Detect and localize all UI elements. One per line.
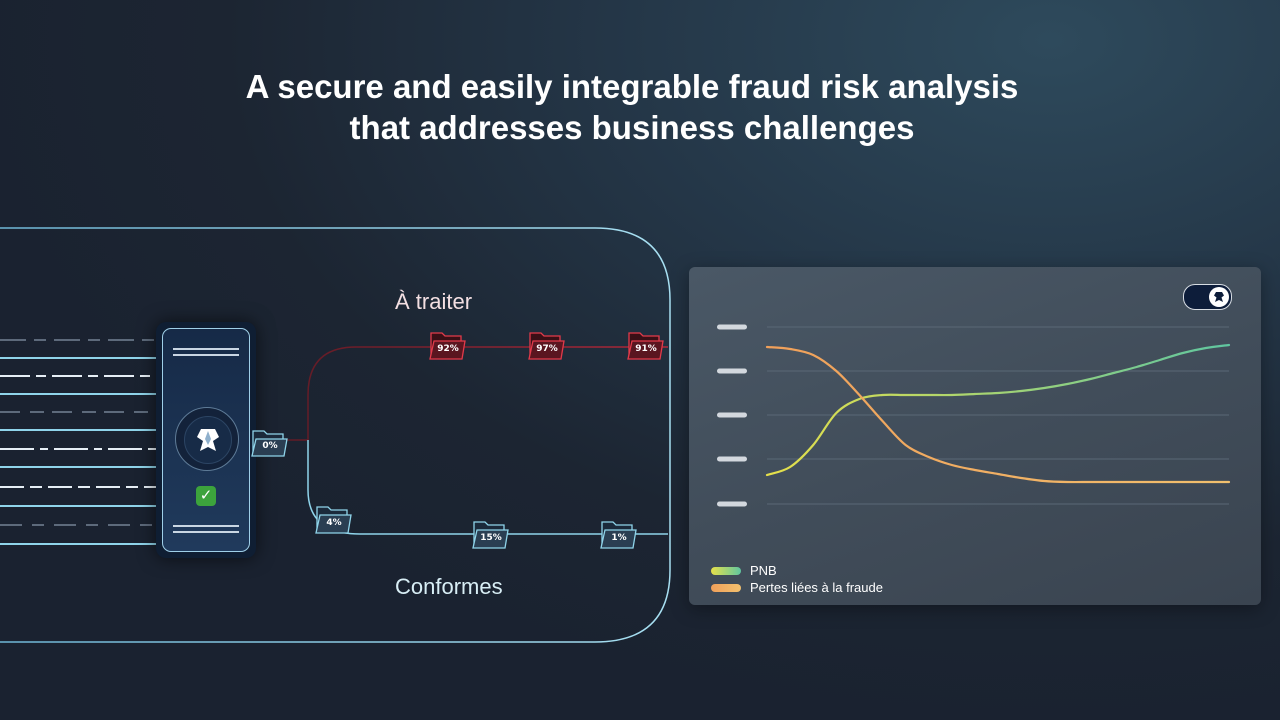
folder-todo-2-pct: 97% <box>536 344 558 354</box>
legend-label-pnb: PNB <box>750 563 777 578</box>
folder-ok-3-pct: 1% <box>611 533 627 543</box>
headline-line-2: that addresses business challenges <box>349 109 915 146</box>
device-divider-top <box>173 348 239 350</box>
y-tick-placeholder <box>717 412 747 418</box>
device-screen: ✓ <box>162 328 250 552</box>
scoring-device: ✓ <box>156 322 256 558</box>
todo-branch-line <box>256 346 668 441</box>
flow-lines <box>0 227 671 643</box>
device-divider-bottom <box>173 525 239 527</box>
outer-frame <box>0 227 671 643</box>
y-tick-placeholder <box>717 324 747 330</box>
folder-icon <box>627 332 664 360</box>
line-chart <box>717 324 1231 507</box>
folder-todo-1: 92% <box>428 330 468 364</box>
folder-ok-3: 1% <box>599 519 639 553</box>
folder-todo-2: 97% <box>527 330 567 364</box>
folder-entry-pct: 0% <box>262 441 278 451</box>
chart-panel: PNB Pertes liées à la fraude <box>689 267 1261 605</box>
headline-line-1: A secure and easily integrable fraud ris… <box>245 68 1019 105</box>
series-line-1 <box>765 345 1231 484</box>
folder-icon <box>528 332 565 360</box>
folder-ok-1-pct: 4% <box>326 518 342 528</box>
device-divider-bottom-2 <box>173 531 239 533</box>
label-ok: Conformes <box>395 574 503 599</box>
folder-icon <box>429 332 466 360</box>
folder-ok-1: 4% <box>314 504 354 538</box>
folder-entry: 0% <box>250 425 290 459</box>
incoming-streams <box>0 339 156 545</box>
series-line-0 <box>765 343 1231 477</box>
folder-icon <box>251 430 288 457</box>
folder-todo-3: 91% <box>626 330 666 364</box>
folder-todo-1-pct: 92% <box>437 344 459 354</box>
folder-ok-2: 15% <box>471 519 511 553</box>
fraud-flow-diagram: À traiter Conformes ✓ 0% <box>0 227 671 643</box>
folder-todo-3-pct: 91% <box>635 344 657 354</box>
check-icon: ✓ <box>196 486 216 506</box>
shield-logo-icon <box>184 416 232 464</box>
label-todo: À traiter <box>395 289 473 314</box>
legend-label-pertes: Pertes liées à la fraude <box>750 580 883 595</box>
y-tick-placeholder <box>717 456 747 462</box>
y-tick-placeholder <box>717 368 747 374</box>
chart-toggle[interactable] <box>1183 284 1232 310</box>
shield-logo-icon <box>1209 287 1229 307</box>
folder-icon <box>315 506 352 534</box>
device-divider-top-2 <box>173 354 239 356</box>
folder-ok-2-pct: 15% <box>480 533 502 543</box>
y-tick-placeholder <box>717 501 747 507</box>
folder-icon <box>472 521 509 549</box>
legend-swatch-pertes <box>711 584 741 592</box>
shield-logo-badge <box>175 407 239 471</box>
folder-icon <box>600 521 637 549</box>
headline: A secure and easily integrable fraud ris… <box>0 66 1264 148</box>
legend-swatch-pnb <box>711 567 741 575</box>
